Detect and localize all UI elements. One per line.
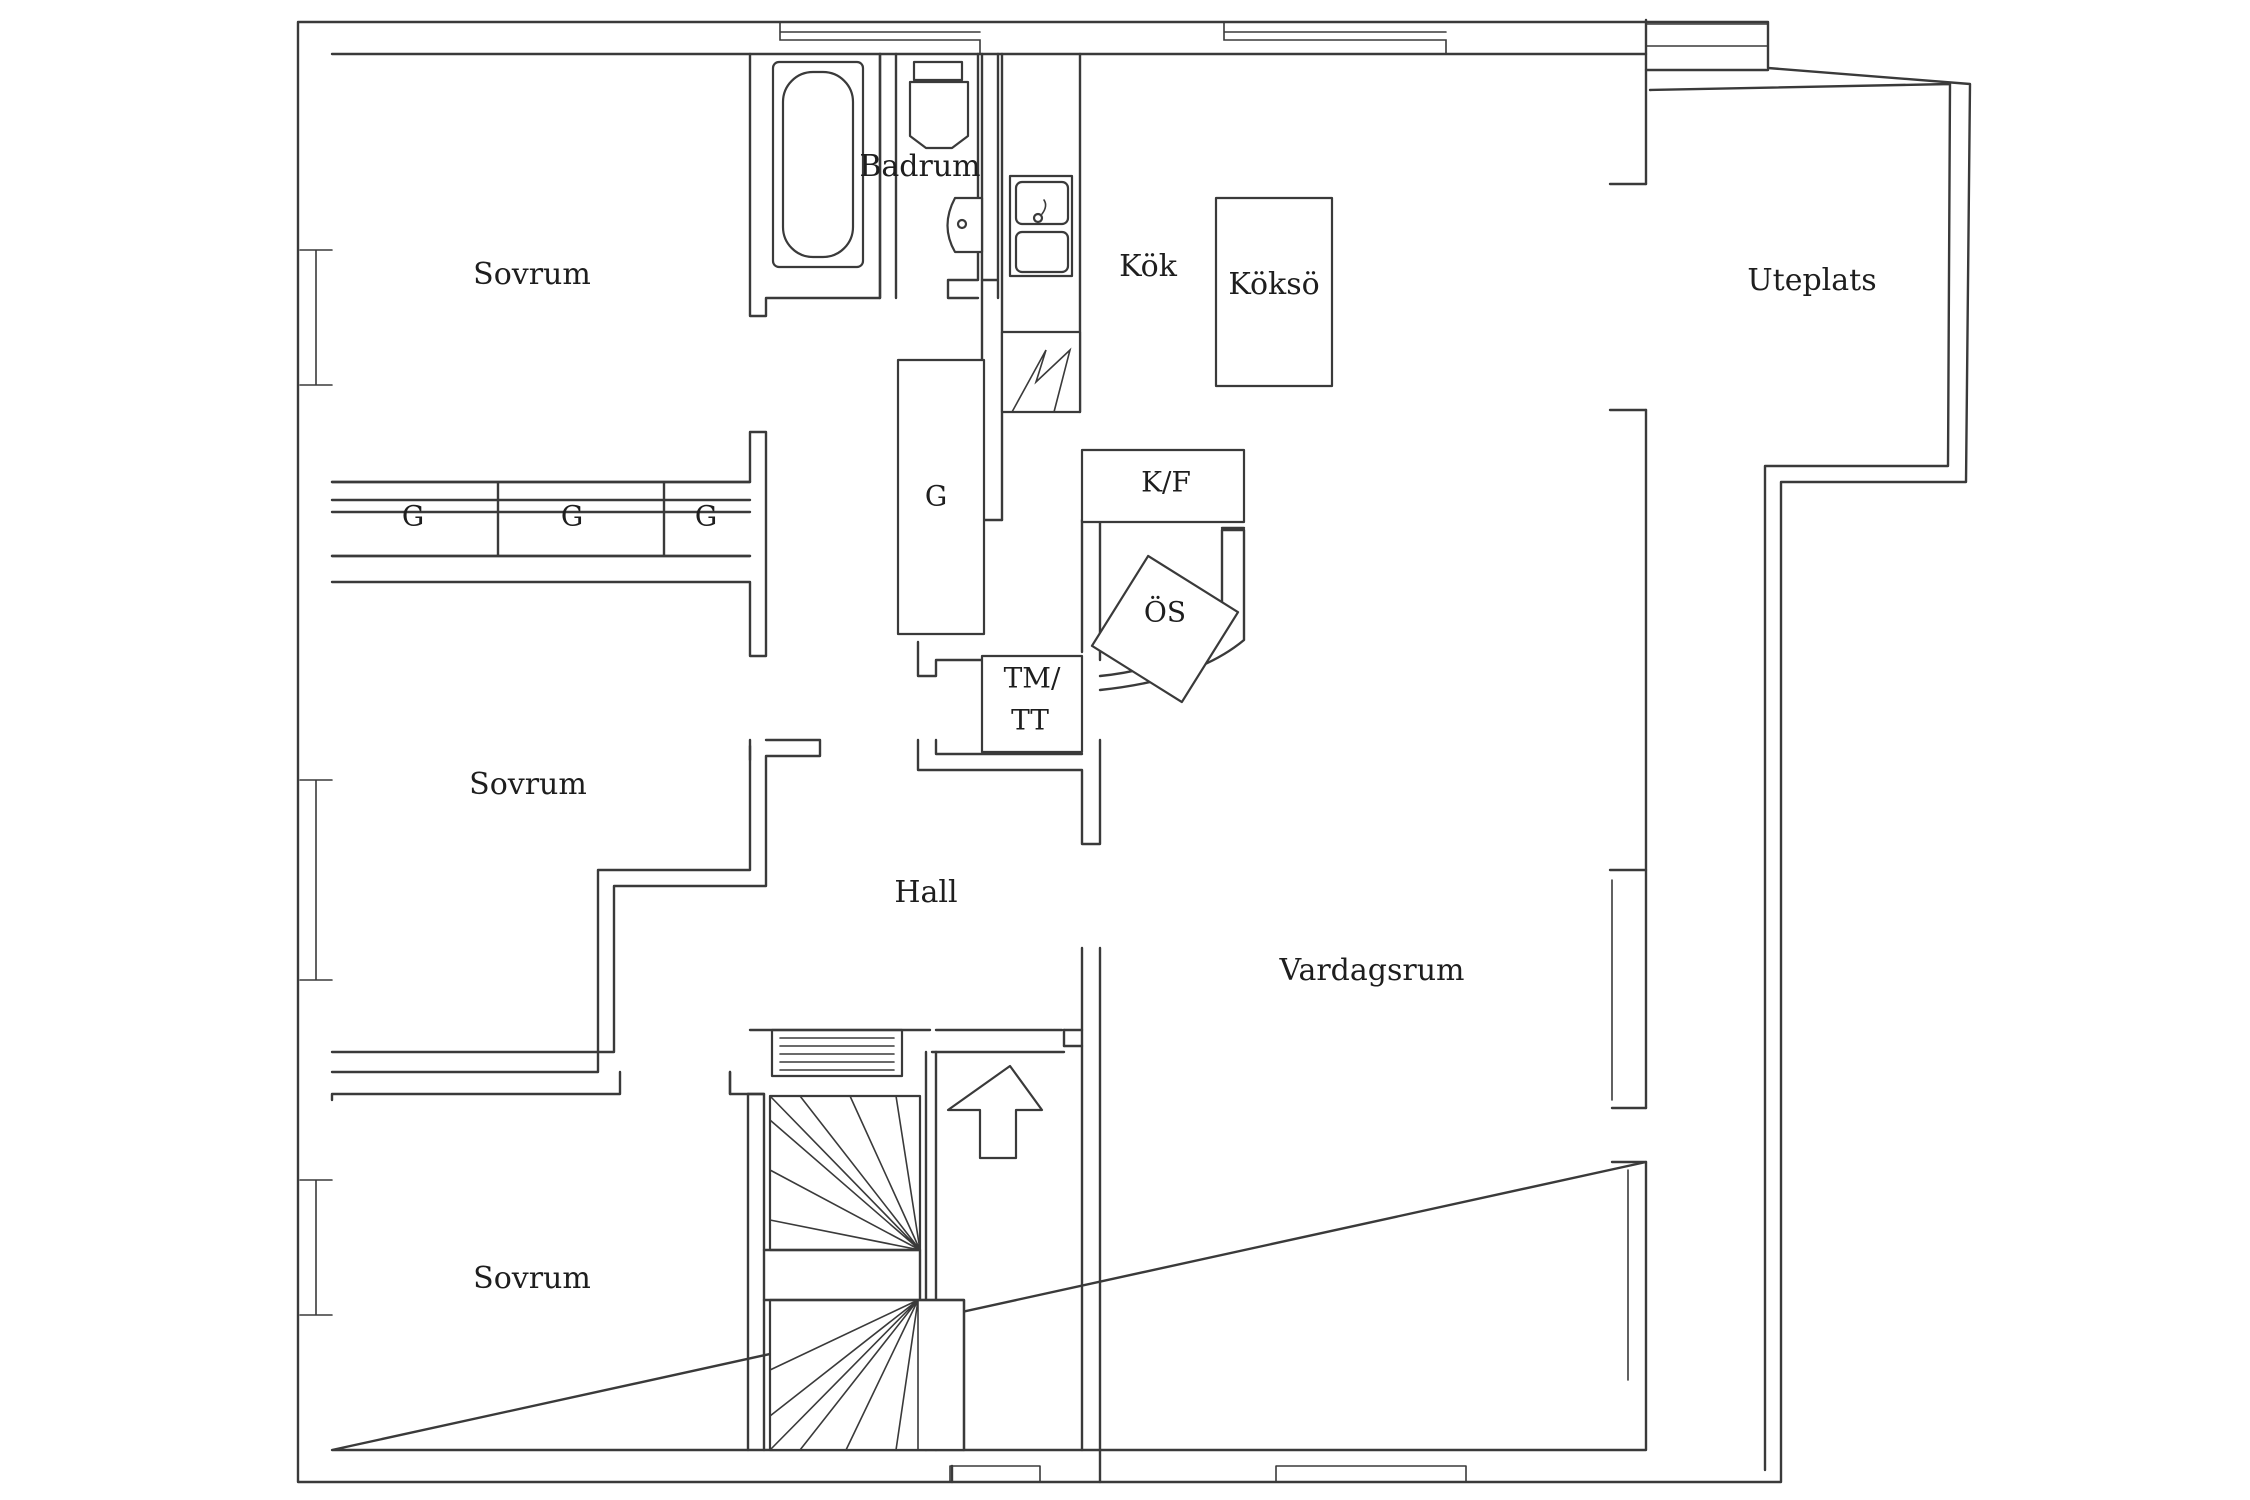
radiator: [748, 1028, 932, 1078]
label-garderob-2: G: [561, 500, 583, 533]
kitchen-counter: [1000, 52, 1082, 522]
label-garderob-1: G: [402, 500, 424, 533]
outer-walls: [296, 18, 1972, 1484]
laundry-area: [980, 654, 1084, 754]
label-garderob-hall: G: [925, 480, 947, 513]
label-kokso: Köksö: [1228, 267, 1319, 302]
label-kyl-frys: K/F: [1141, 466, 1191, 499]
label-badrum: Badrum: [859, 149, 980, 184]
label-hall: Hall: [894, 875, 957, 910]
fireplace: [1090, 526, 1246, 704]
label-uteplats: Uteplats: [1747, 263, 1876, 298]
label-sovrum-top: Sovrum: [473, 257, 591, 292]
staircase: [762, 1094, 966, 1452]
interior-walls: [330, 52, 1102, 1484]
label-sovrum-mid: Sovrum: [469, 767, 587, 802]
label-vardagsrum: Vardagsrum: [1279, 953, 1465, 988]
windows: [299, 21, 1769, 1483]
label-kok: Kök: [1119, 249, 1178, 284]
label-oppen-spis: ÖS: [1144, 595, 1186, 629]
toilet: [908, 60, 970, 150]
up-arrow-icon: [946, 1064, 1044, 1160]
label-garderob-3: G: [695, 500, 717, 533]
washbasin: [946, 196, 984, 254]
bathtub: [771, 60, 865, 269]
fridge-freezer: [1080, 448, 1246, 524]
bedroom-wardrobes: [330, 480, 752, 558]
label-tt: TT: [1011, 704, 1049, 737]
hall-wardrobe: [896, 358, 986, 636]
kitchen-island: [1214, 196, 1334, 388]
label-tm: TM/: [1004, 662, 1061, 695]
label-sovrum-bottom: Sovrum: [473, 1261, 591, 1296]
